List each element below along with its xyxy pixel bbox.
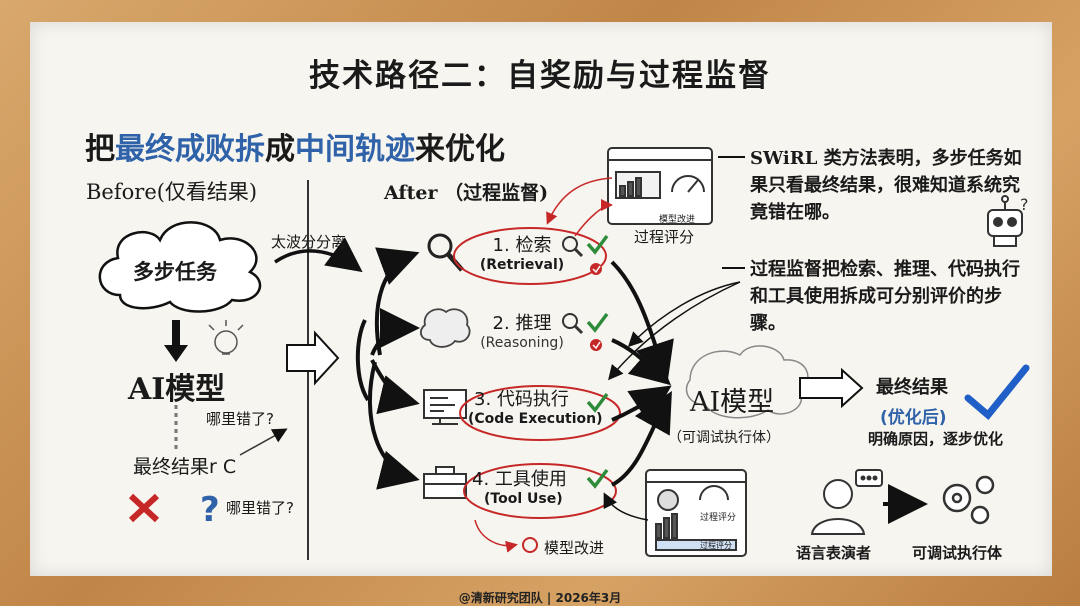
step-reasoning: 2. 推理 (Reasoning) bbox=[466, 313, 578, 351]
fan-arrows bbox=[355, 247, 420, 490]
task-cloud-icon bbox=[98, 221, 262, 313]
gears-icon bbox=[942, 475, 995, 525]
final-result-sub: (优化后) bbox=[880, 408, 947, 428]
process-score-top: 过程评分 bbox=[634, 228, 695, 246]
subtitle-part-5: 来优化 bbox=[415, 132, 505, 167]
merge-arrows bbox=[610, 260, 674, 487]
check-icons bbox=[562, 234, 609, 489]
where-wrong-label-2: 哪里错了? bbox=[226, 499, 294, 517]
hollow-arrow-2-icon bbox=[799, 367, 864, 409]
monitor-code-icon bbox=[423, 389, 467, 425]
step-retrieval: 1. 检索 (Retrieval) bbox=[466, 235, 578, 273]
dashboard-bottom-icon bbox=[645, 469, 747, 557]
where-wrong-label-1: 哪里错了? bbox=[206, 410, 274, 428]
page-title: 技术路径二：自奖励与过程监督 bbox=[309, 58, 771, 94]
toolbox-icon bbox=[423, 466, 467, 499]
ai-model-label: AI模型 bbox=[690, 387, 775, 418]
after-heading: After （过程监督) bbox=[384, 182, 549, 204]
subtitle-part-3: 成 bbox=[265, 132, 295, 167]
question-mark-icon: ? bbox=[200, 490, 220, 530]
final-result-desc: 明确原因，逐步优化 bbox=[868, 430, 1004, 448]
step-retrieval-label: 1. 检索 bbox=[492, 235, 552, 256]
step-code-label: 3. 代码执行 bbox=[474, 389, 569, 410]
person-icon bbox=[810, 469, 883, 535]
lightbulb-icon bbox=[208, 320, 244, 355]
step-reasoning-sub: (Reasoning) bbox=[480, 334, 564, 351]
step-tool-label: 4. 工具使用 bbox=[472, 469, 567, 490]
final-result-after: 最终结果 bbox=[876, 377, 948, 398]
brain-icon bbox=[419, 308, 471, 348]
note-swirl-text: 类方法表明，多步任务如果只看最终结果，很难知道系统究竟错在哪。 bbox=[750, 148, 1022, 223]
process-score-bottom-1: 过程评分 bbox=[700, 513, 737, 523]
task-label: 多步任务 bbox=[133, 260, 217, 284]
subtitle: 把最终成败拆成中间轨迹来优化 bbox=[85, 124, 505, 168]
process-score-bottom-2: 过程评分 bbox=[700, 541, 732, 550]
model-improve-label: 模型改进 bbox=[544, 539, 605, 557]
note-swirl: SWiRL 类方法表明，多步任务如果只看最终结果，很难知道系统究竟错在哪。 bbox=[750, 145, 1030, 226]
robot-icon bbox=[987, 195, 1023, 247]
error-x-icon bbox=[128, 493, 160, 523]
final-result-label: 最终结果r C bbox=[133, 456, 237, 478]
before-heading: Before(仅看结果) bbox=[86, 180, 258, 204]
step-tool: 4. 工具使用 (Tool Use) bbox=[466, 469, 596, 507]
step-code-sub: (Code Execution) bbox=[468, 410, 603, 427]
subtitle-part-1: 把 bbox=[85, 132, 115, 167]
note-swirl-bold: SWiRL bbox=[750, 148, 818, 169]
actor-label: 语言表演者 bbox=[796, 544, 872, 562]
svg-text:?: ? bbox=[1020, 195, 1029, 214]
step-reasoning-label: 2. 推理 bbox=[492, 313, 552, 334]
executor-label: 可调试执行体 bbox=[912, 544, 1003, 562]
ai-model-sub: （可调试执行体） bbox=[668, 430, 780, 446]
model-label: AI模型 bbox=[128, 372, 226, 407]
blue-check-icon bbox=[964, 364, 1030, 420]
subtitle-part-2: 最终成败拆 bbox=[115, 132, 265, 167]
subtitle-part-4: 中间轨迹 bbox=[295, 132, 415, 167]
split-label: 太波分分离 bbox=[271, 233, 347, 251]
note-process-supervision: 过程监督把检索、推理、代码执行和工具使用拆成可分别评价的步骤。 bbox=[750, 259, 1020, 334]
dashboard-top-icon bbox=[607, 147, 713, 225]
hollow-arrow-icon bbox=[286, 330, 340, 386]
footer-credit: @清新研究团队 | 2026年3月 bbox=[458, 591, 622, 605]
dashboard-top-inner-label: 模型改进 bbox=[659, 215, 696, 225]
step-retrieval-sub: (Retrieval) bbox=[479, 256, 565, 273]
gear-red-icon bbox=[522, 537, 538, 553]
step-tool-sub: (Tool Use) bbox=[484, 490, 563, 507]
step-code: 3. 代码执行 (Code Execution) bbox=[468, 389, 618, 427]
